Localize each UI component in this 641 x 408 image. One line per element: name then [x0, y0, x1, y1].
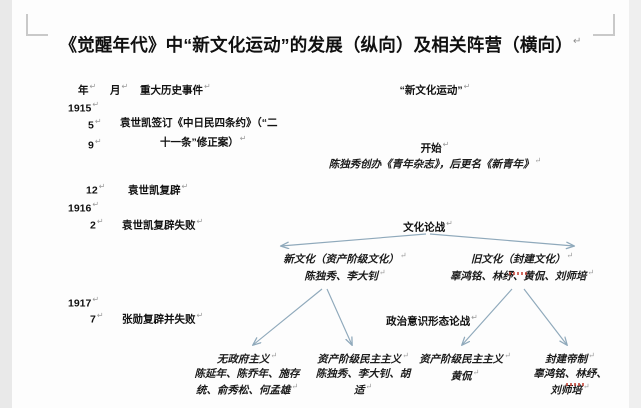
arrow-culture-to-old: [429, 233, 574, 246]
column-header-month: 月↵: [110, 82, 129, 97]
month-1916-02: 2↵: [90, 217, 104, 232]
culture-debate-left: 新文化（资产阶级文化）↵ 陈独秀、李大钊↵: [283, 251, 407, 283]
culture-debate-right: 旧文化（封建文化）↵ 辜鸿铭、林纾、黄侃、刘师培↵: [449, 251, 595, 283]
margin-corner-top-right: [593, 14, 615, 36]
margin-corner-top-left: [26, 14, 48, 36]
month-1915-12: 12↵: [86, 182, 106, 197]
event-1915-12: 袁世凯复辟↵: [128, 182, 189, 197]
arrow-new-to-anarchism: [253, 288, 323, 345]
event-1916-02: 袁世凯复辟失败↵: [122, 217, 204, 232]
political-camp-anarchism: 无政府主义↵ 陈延年、陈乔年、施存 统、俞秀松、何孟雄↵: [194, 351, 300, 397]
column-header-year: 年↵: [78, 82, 97, 97]
month-1917-07: 7↵: [90, 311, 104, 326]
year-1916: 1916↵: [68, 200, 100, 215]
event-1915-05-line1: 袁世凯签订《中日民四条约》（“二: [120, 117, 278, 129]
page-gutter-left: [0, 0, 12, 408]
page-title-text: 《觉醒年代》中“新文化运动”的发展（纵向）及相关阵营（横向）: [59, 35, 573, 55]
page-gutter-right: [629, 0, 641, 408]
page-title: 《觉醒年代》中“新文化运动”的发展（纵向）及相关阵营（横向）↵: [0, 32, 641, 57]
event-1915-05-line2: 十一条”修正案）↵: [160, 134, 247, 149]
movement-start-label: 开始↵: [420, 140, 450, 155]
year-1915: 1915↵: [68, 100, 100, 115]
year-1917: 1917↵: [68, 295, 100, 310]
column-header-events: 重大历史事件↵: [140, 82, 211, 97]
political-debate-title: 政治意识形态论战↵: [386, 313, 478, 328]
arrow-culture-to-new: [281, 233, 427, 246]
month-1915-09: 9↵: [88, 137, 102, 152]
political-camp-bourgeois-democracy-right: 资产阶级民主主义↵ 黄侃↵: [419, 351, 511, 383]
political-camp-bourgeois-democracy-left: 资产阶级民主主义↵ 陈独秀、李大钊、胡 适↵: [315, 351, 411, 397]
political-camp-feudal-monarchy: 封建帝制↵ 辜鸿铭、林纾、 刘师培↵: [533, 351, 607, 397]
arrow-old-to-feudal: [523, 288, 567, 345]
column-header-movement: “新文化运动”↵: [399, 82, 471, 97]
culture-debate-title: 文化论战↵: [403, 219, 453, 234]
pilcrow-mark: ↵: [572, 36, 582, 48]
spellcheck-underline-mark-2: [566, 383, 584, 386]
movement-start-detail: 陈独秀创办《青年杂志》，后更名《新青年》↵: [328, 156, 542, 171]
month-1915-05: 5↵: [88, 117, 102, 132]
spellcheck-underline-mark-1: [509, 272, 529, 275]
event-1917-07: 张勋复辟并失败↵: [122, 311, 204, 326]
arrow-new-to-bourgeois-left: [326, 288, 352, 345]
